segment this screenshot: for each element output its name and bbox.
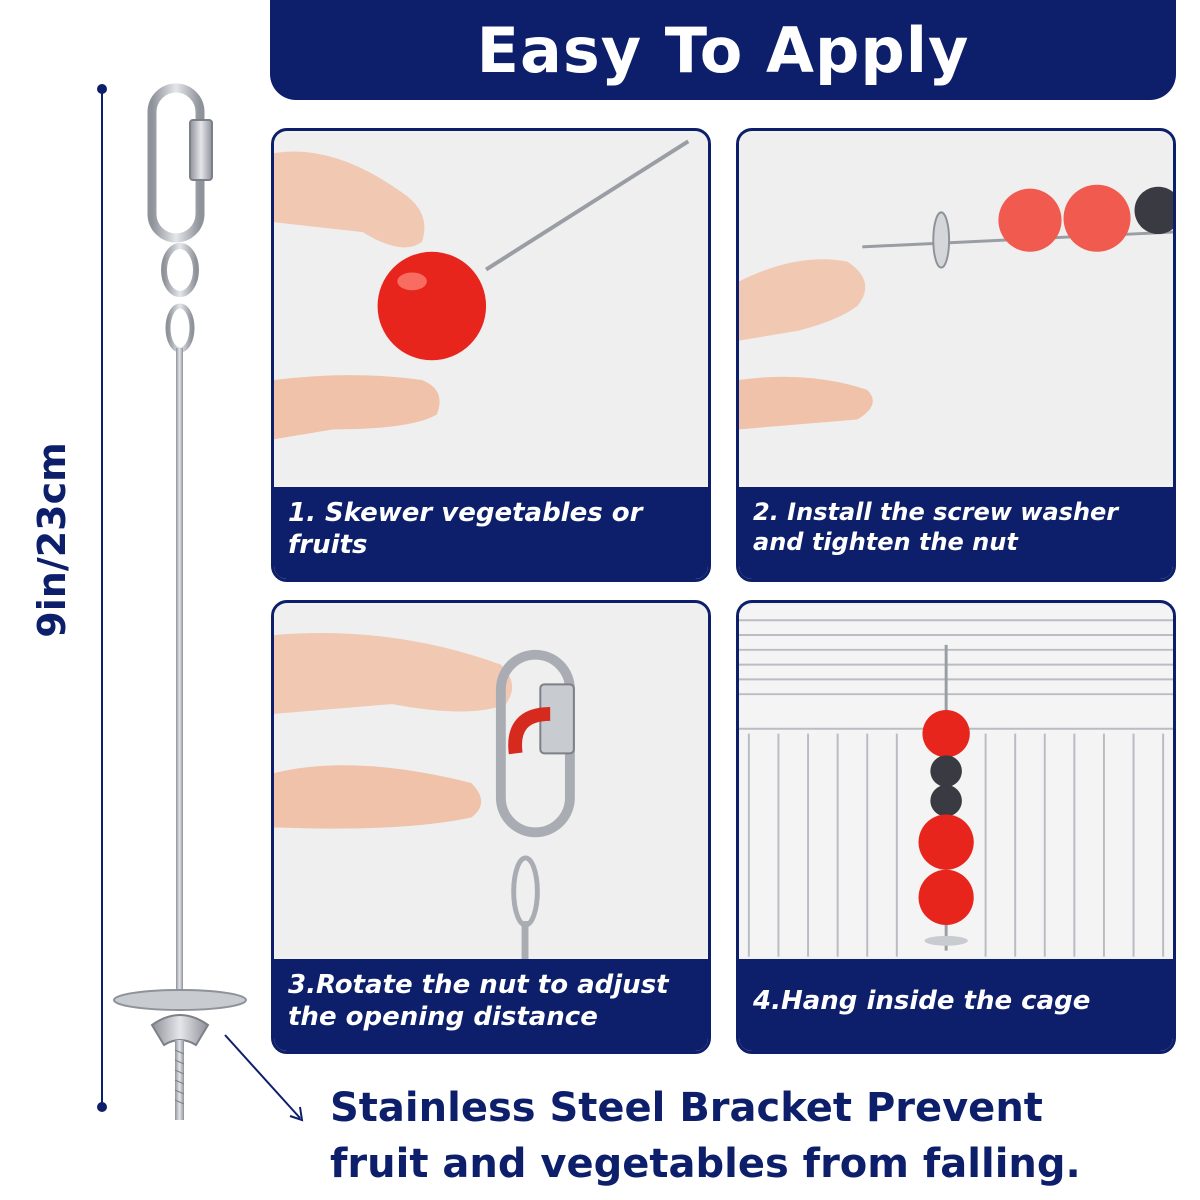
banner-title: Easy To Apply: [476, 13, 970, 87]
step-3-panel: 3.Rotate the nut to adjust the opening d…: [271, 600, 711, 1054]
dimension-dot-bottom: [97, 1102, 107, 1112]
step-4-panel: 4.Hang inside the cage: [736, 600, 1176, 1054]
step-3-caption: 3.Rotate the nut to adjust the opening d…: [274, 959, 708, 1051]
feature-description: Stainless Steel Bracket Prevent fruit an…: [330, 1080, 1190, 1192]
step-4-photo: [739, 605, 1173, 957]
step-2-caption: 2. Install the screw washer and tighten …: [739, 487, 1173, 579]
step-1-photo: [274, 133, 708, 485]
feature-line-1: Stainless Steel Bracket Prevent: [330, 1085, 1043, 1131]
step-2-photo: [739, 133, 1173, 485]
skewer-illustration: [113, 83, 247, 1120]
dimension-dot-top: [97, 84, 107, 94]
step-2-panel: 2. Install the screw washer and tighten …: [736, 128, 1176, 582]
pointer-arrow-icon: [224, 1034, 304, 1122]
step-4-caption: 4.Hang inside the cage: [739, 959, 1173, 1051]
dimension-line: [101, 88, 103, 1108]
step-1-panel: 1. Skewer vegetables or fruits: [271, 128, 711, 582]
step-1-caption: 1. Skewer vegetables or fruits: [274, 487, 708, 579]
feature-line-2: fruit and vegetables from falling.: [330, 1141, 1081, 1187]
title-banner: Easy To Apply: [270, 0, 1176, 100]
step-3-photo: [274, 605, 708, 959]
dimension-text: 9in/23cm: [30, 442, 74, 638]
